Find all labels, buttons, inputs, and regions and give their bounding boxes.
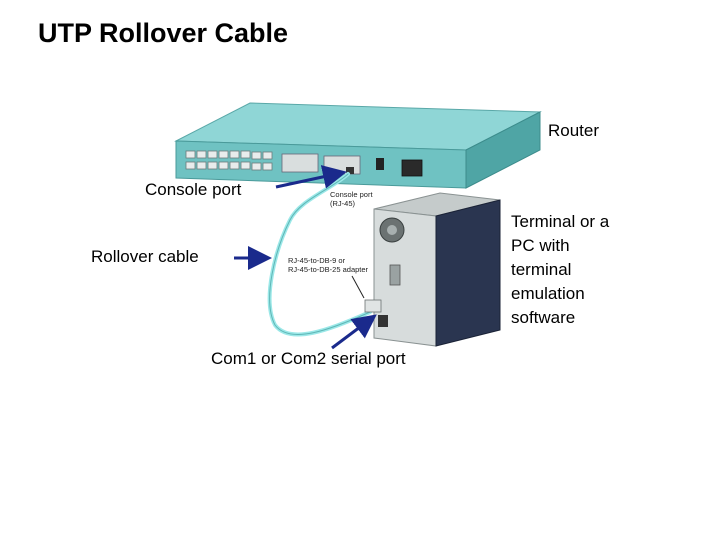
router-label: Router	[548, 121, 600, 140]
com-port-arrow	[331, 314, 377, 350]
console-port-label: Console port	[145, 180, 242, 199]
rollover-cable-label: Rollover cable	[91, 247, 199, 266]
terminal-label-line: terminal	[511, 260, 572, 279]
router-power-switch	[376, 158, 384, 170]
console-port-rj45-caption: Console port (RJ-45)	[330, 190, 373, 208]
router-ethernet-ports	[185, 150, 273, 171]
pc-illustration	[373, 192, 501, 347]
pc-rear-ports	[378, 315, 388, 327]
console-port-caption-line2: (RJ-45)	[330, 199, 356, 208]
adapter-pointer	[351, 275, 365, 299]
terminal-label-line: software	[511, 308, 576, 327]
router-illustration	[174, 102, 542, 189]
console-port-caption-line1: Console port	[330, 190, 373, 199]
pc-serial-port	[389, 264, 401, 286]
adapter-caption: RJ-45-to-DB-9 or RJ-45-to-DB-25 adapter	[288, 256, 368, 274]
com-port-label: Com1 or Com2 serial port	[211, 349, 406, 368]
pc-side	[435, 199, 501, 347]
terminal-label-line: emulation	[511, 284, 585, 303]
terminal-label-line: Terminal or a	[511, 212, 610, 231]
router-module-slot-1	[281, 153, 319, 173]
terminal-label: Terminal or a PC with terminal emulation…	[511, 210, 661, 330]
console-port-arrow	[275, 165, 347, 189]
router-module-slot-2	[323, 155, 361, 175]
page-title: UTP Rollover Cable	[38, 18, 289, 48]
router-power-inlet	[401, 159, 423, 177]
adapter-caption-line2: RJ-45-to-DB-25 adapter	[288, 265, 369, 274]
adapter-caption-line1: RJ-45-to-DB-9 or	[288, 256, 346, 265]
router-side-panel	[465, 111, 541, 189]
router-console-port	[346, 167, 354, 174]
terminal-label-line: PC with	[511, 236, 570, 255]
db9-adapter	[364, 299, 382, 313]
